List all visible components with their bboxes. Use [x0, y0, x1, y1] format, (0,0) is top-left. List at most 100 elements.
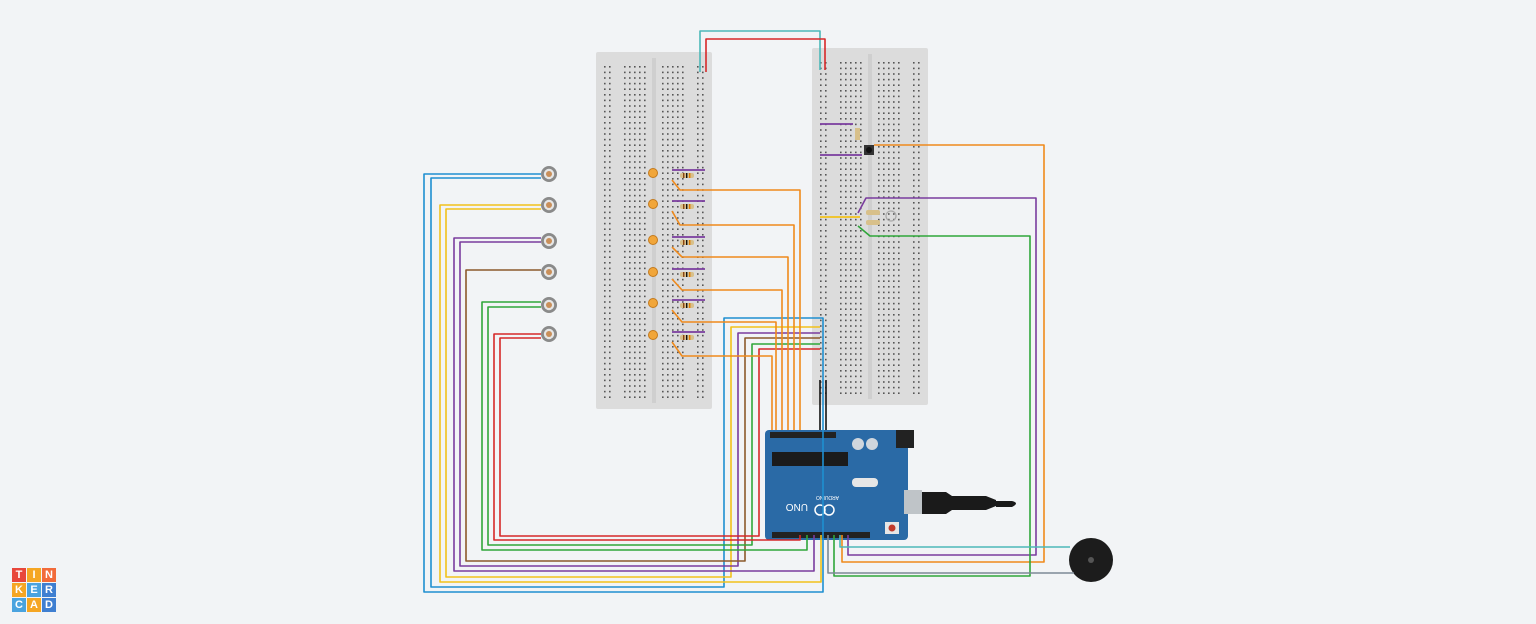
breadboard-hole	[682, 222, 684, 225]
led[interactable]	[648, 199, 658, 209]
resistor[interactable]	[855, 128, 860, 140]
breadboard-hole	[624, 77, 626, 79]
resistor[interactable]	[680, 272, 694, 277]
breadboard-hole	[893, 358, 895, 361]
resistor[interactable]	[680, 204, 694, 209]
breadboard-hole	[825, 291, 827, 294]
jumper-wire[interactable]	[841, 144, 1045, 563]
jumper-wire[interactable]	[423, 173, 824, 593]
jumper-wire[interactable]	[430, 177, 820, 588]
breadboard-hole	[662, 127, 664, 130]
jumper-wire[interactable]	[671, 278, 783, 430]
breadboard-hole	[634, 267, 636, 270]
breadboard-hole	[639, 234, 641, 236]
photoresistor[interactable]	[541, 264, 557, 280]
breadboard-hole	[855, 123, 857, 126]
breadboard-hole	[639, 301, 641, 303]
ground-jumper[interactable]	[820, 123, 862, 156]
jumper-wire[interactable]	[827, 535, 1074, 574]
jumper-wire[interactable]	[499, 337, 820, 537]
photoresistor[interactable]	[541, 233, 557, 249]
jumper-wire[interactable]	[705, 38, 826, 72]
breadboard-hole	[672, 138, 674, 141]
breadboard-hole	[624, 385, 626, 387]
tinkercad-logo[interactable]: T I N K E R C A D	[12, 568, 56, 612]
breadboard[interactable]	[596, 52, 712, 409]
resistor[interactable]	[680, 240, 694, 245]
resistor[interactable]	[866, 210, 880, 215]
breadboard-hole	[702, 351, 704, 354]
breadboard-hole	[840, 342, 842, 344]
jumper-wire[interactable]	[459, 241, 820, 567]
photoresistor[interactable]	[541, 297, 557, 313]
breadboard-hole	[860, 162, 862, 165]
jumper-wire[interactable]	[481, 301, 808, 551]
breadboard-hole	[634, 301, 636, 303]
breadboard-hole	[820, 224, 822, 226]
jumper-wire[interactable]	[839, 535, 1070, 548]
jumper-wire[interactable]	[439, 204, 822, 583]
breadboard-hole	[672, 362, 674, 365]
jumper-wire[interactable]	[465, 269, 820, 562]
breadboard-hole	[697, 211, 699, 214]
resistor[interactable]	[680, 173, 694, 178]
jumper-wire[interactable]	[671, 309, 777, 430]
led[interactable]	[648, 267, 658, 277]
jumper-wire[interactable]	[699, 30, 821, 72]
jumper-wire[interactable]	[671, 179, 801, 430]
breadboard-hole	[918, 381, 920, 383]
led[interactable]	[648, 168, 658, 178]
led[interactable]	[648, 330, 658, 340]
led[interactable]	[648, 235, 658, 245]
breadboard-hole	[609, 82, 611, 85]
breadboard-hole	[639, 133, 641, 135]
breadboard-hole	[820, 314, 822, 316]
jumper-wire[interactable]	[671, 246, 789, 430]
breadboard[interactable]	[812, 48, 928, 405]
breadboard-hole	[682, 116, 684, 118]
breadboard-hole	[662, 211, 664, 214]
breadboard-hole	[644, 256, 646, 258]
breadboard-hole	[629, 183, 631, 186]
breadboard-hole	[898, 347, 900, 350]
rgb-led[interactable]	[885, 210, 897, 222]
jumper-wire[interactable]	[847, 197, 1037, 556]
infinity-icon	[823, 504, 835, 516]
jumper-wire[interactable]	[671, 341, 773, 430]
breadboard-hole	[840, 364, 842, 366]
jumper-wire[interactable]	[445, 208, 820, 578]
led[interactable]	[648, 298, 658, 308]
resistor[interactable]	[866, 220, 880, 225]
breadboard-hole	[634, 122, 636, 124]
breadboard-hole	[845, 302, 847, 305]
breadboard-hole	[850, 185, 852, 187]
breadboard-hole	[825, 101, 827, 103]
breadboard-hole	[898, 375, 900, 378]
breadboard-hole	[850, 73, 852, 75]
jumper-wire[interactable]	[671, 210, 795, 430]
resistor[interactable]	[680, 303, 694, 308]
breadboard-hole	[855, 112, 857, 114]
photoresistor[interactable]	[541, 166, 557, 182]
breadboard-hole	[609, 318, 611, 320]
breadboard-hole	[860, 274, 862, 277]
photoresistor[interactable]	[541, 326, 557, 342]
jumper-wire[interactable]	[493, 333, 801, 541]
breadboard-hole	[888, 62, 890, 64]
resistor[interactable]	[680, 335, 694, 340]
breadboard-hole	[702, 94, 704, 96]
breadboard-hole	[898, 140, 900, 142]
breadboard-hole	[697, 250, 699, 253]
resistor-band	[683, 272, 685, 277]
jumper-wire[interactable]	[833, 225, 1031, 577]
breadboard-hole	[878, 297, 880, 299]
usb-cable[interactable]	[922, 492, 996, 514]
jumper-wire[interactable]	[487, 306, 820, 546]
breadboard-hole	[682, 390, 684, 393]
jumper-wire[interactable]	[453, 237, 815, 572]
breadboard-hole	[682, 88, 684, 90]
breadboard-hole	[820, 207, 822, 210]
photoresistor[interactable]	[541, 197, 557, 213]
